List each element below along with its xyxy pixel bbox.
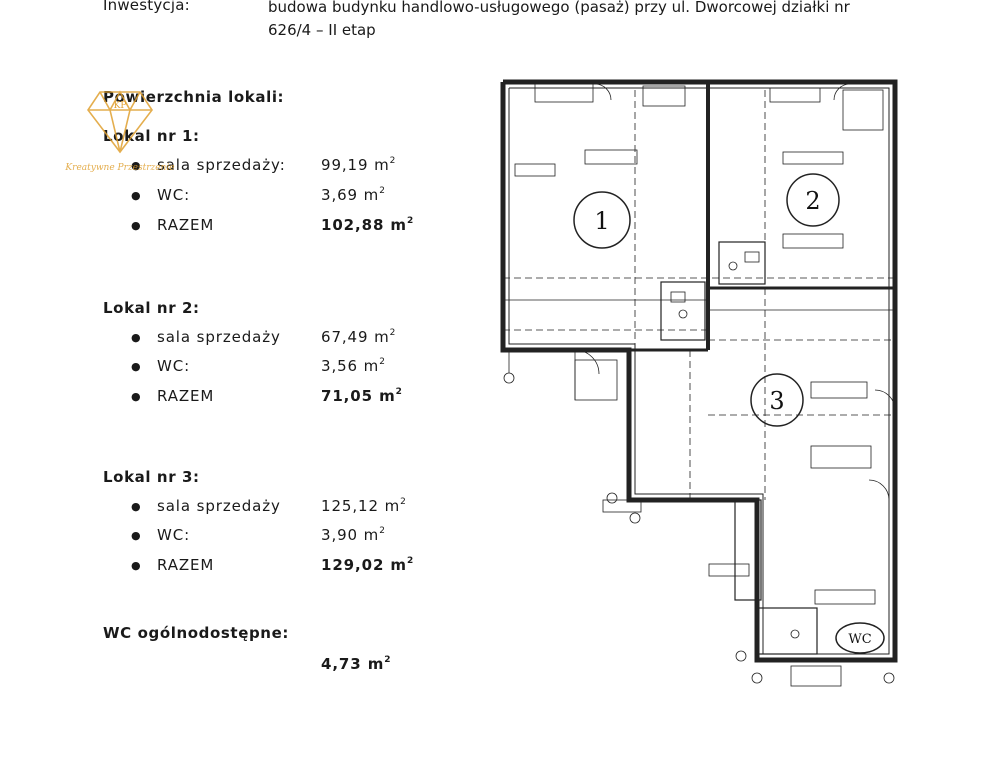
floor-plan: 1 2 3 WC: [495, 60, 915, 700]
row-value: 67,49 m2: [321, 328, 397, 346]
row-value: 129,02 m2: [321, 556, 415, 574]
unit-3-wc-row: ● WC: 3,90 m2: [131, 526, 431, 546]
row-label: WC:: [157, 186, 191, 204]
unit-1-title: Lokal nr 1:: [103, 127, 200, 145]
svg-text:2: 2: [805, 187, 820, 215]
public-wc-value: 4,73 m2: [321, 655, 441, 675]
unit-1-sales-row: ● sala sprzedaży: 99,19 m2: [131, 156, 431, 176]
unit-1-marker: 1: [573, 191, 631, 249]
bullet: ●: [131, 390, 142, 403]
bullet: ●: [131, 159, 142, 172]
unit-3-total-row: ● RAZEM 129,02 m2: [131, 556, 431, 576]
row-value: 4,73 m2: [321, 655, 392, 673]
row-label: RAZEM: [157, 387, 215, 405]
svg-text:1: 1: [594, 207, 609, 235]
row-label: sala sprzedaży: [157, 497, 281, 515]
unit-1-total-row: ● RAZEM 102,88 m2: [131, 216, 431, 236]
row-label: sala sprzedaży: [157, 328, 281, 346]
inner-wall-line: [508, 87, 890, 655]
row-value: 3,90 m2: [321, 526, 386, 544]
row-value: 71,05 m2: [321, 387, 403, 405]
unit-1-wc-row: ● WC: 3,69 m2: [131, 186, 431, 206]
unit-2-sales-row: ● sala sprzedaży 67,49 m2: [131, 328, 431, 348]
bullet: ●: [131, 360, 142, 373]
bullet: ●: [131, 500, 142, 513]
floor-plan-drawing: 1 2 3 WC: [500, 79, 898, 687]
investment-label: Inwestycja:: [103, 0, 190, 14]
row-value: 3,56 m2: [321, 357, 386, 375]
svg-text:KP: KP: [114, 101, 127, 111]
public-wc-marker: WC: [835, 622, 885, 654]
diamond-logo-icon: KP Kreatywne Przestrzenie: [64, 90, 175, 173]
unit-2-wc-row: ● WC: 3,56 m2: [131, 357, 431, 377]
row-value: 125,12 m2: [321, 497, 407, 515]
row-label: WC:: [157, 526, 191, 544]
bullet: ●: [131, 529, 142, 542]
unit-2-total-row: ● RAZEM 71,05 m2: [131, 387, 431, 407]
row-label: WC:: [157, 357, 191, 375]
svg-text:WC: WC: [848, 632, 871, 647]
row-value: 102,88 m2: [321, 216, 415, 234]
investment-description: budowa budynku handlowo-usługowego (pasa…: [268, 0, 850, 39]
section-title: Powierzchnia lokali:: [103, 88, 285, 106]
row-value: 99,19 m2: [321, 156, 397, 174]
unit-3-marker: 3: [750, 373, 804, 427]
unit-3-sales-row: ● sala sprzedaży 125,12 m2: [131, 497, 431, 517]
outer-wall: [500, 79, 898, 663]
unit-2-title: Lokal nr 2:: [103, 299, 200, 317]
bullet: ●: [131, 219, 142, 232]
row-label: sala sprzedaży:: [157, 156, 286, 174]
watermark-logo: KP Kreatywne Przestrzenie: [60, 76, 180, 176]
bullet: ●: [131, 331, 142, 344]
svg-text:3: 3: [769, 387, 784, 415]
row-value: 3,69 m2: [321, 186, 386, 204]
row-label: RAZEM: [157, 556, 215, 574]
public-wc-title: WC ogólnodostępne:: [103, 624, 289, 642]
bullet: ●: [131, 559, 142, 572]
bullet: ●: [131, 189, 142, 202]
unit-3-title: Lokal nr 3:: [103, 468, 200, 486]
row-label: RAZEM: [157, 216, 215, 234]
unit-2-marker: 2: [786, 173, 840, 227]
svg-text:Kreatywne Przestrzenie: Kreatywne Przestrzenie: [64, 163, 174, 173]
